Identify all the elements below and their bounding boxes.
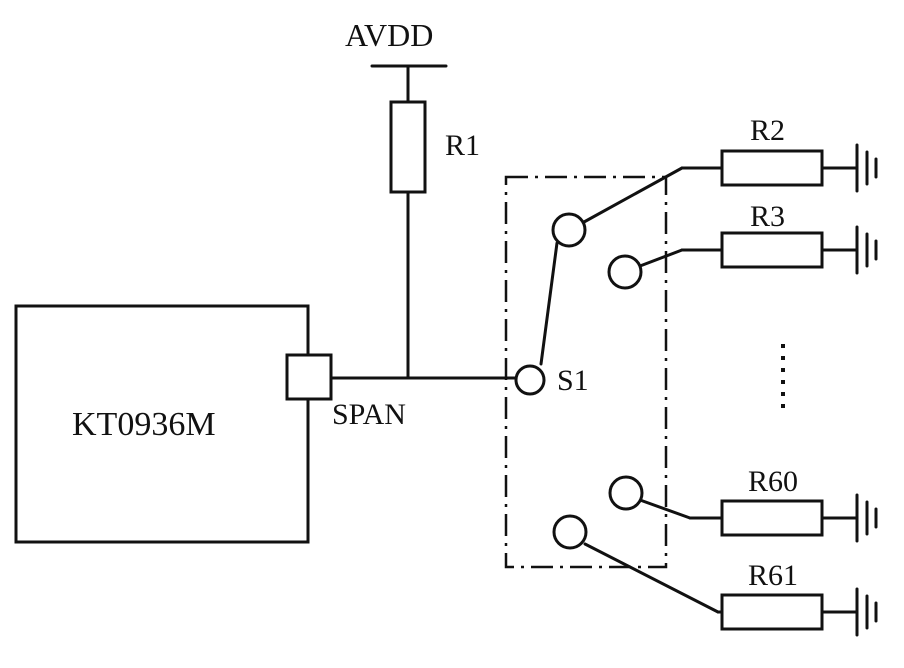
ellipsis-dots <box>781 344 785 408</box>
switch-contact-61 <box>552 514 588 550</box>
switch-contact-60 <box>608 475 644 511</box>
r1-label: R1 <box>445 129 480 162</box>
ground-icon <box>855 143 878 193</box>
r61-label: R61 <box>748 559 798 592</box>
resistor-r60 <box>720 499 824 537</box>
ground-icon <box>855 493 878 543</box>
contact-60-lead <box>638 498 692 520</box>
switch-common-terminal <box>514 364 546 396</box>
switch-blade <box>539 241 559 366</box>
switch-contact-1 <box>551 212 587 248</box>
span-label: SPAN <box>332 398 406 431</box>
switch-contact-2 <box>607 254 643 290</box>
resistor-r3 <box>720 231 824 269</box>
ground-icon <box>855 587 878 637</box>
contact-2-lead <box>638 248 684 268</box>
s1-label: S1 <box>557 364 589 397</box>
resistor-r61 <box>720 593 824 631</box>
resistor-r1 <box>389 100 427 194</box>
r60-label: R60 <box>748 465 798 498</box>
r3-label: R3 <box>750 200 785 233</box>
ground-icon <box>855 225 878 275</box>
chip-label: KT0936M <box>72 406 216 443</box>
span-pin <box>285 353 333 401</box>
resistor-r2 <box>720 149 824 187</box>
avdd-label: AVDD <box>345 17 433 53</box>
contact-1-lead <box>582 166 684 224</box>
switch-enclosure <box>504 175 668 569</box>
chip-kt0936m <box>14 304 310 544</box>
contact-61-lead <box>583 542 720 614</box>
r2-label: R2 <box>750 114 785 147</box>
